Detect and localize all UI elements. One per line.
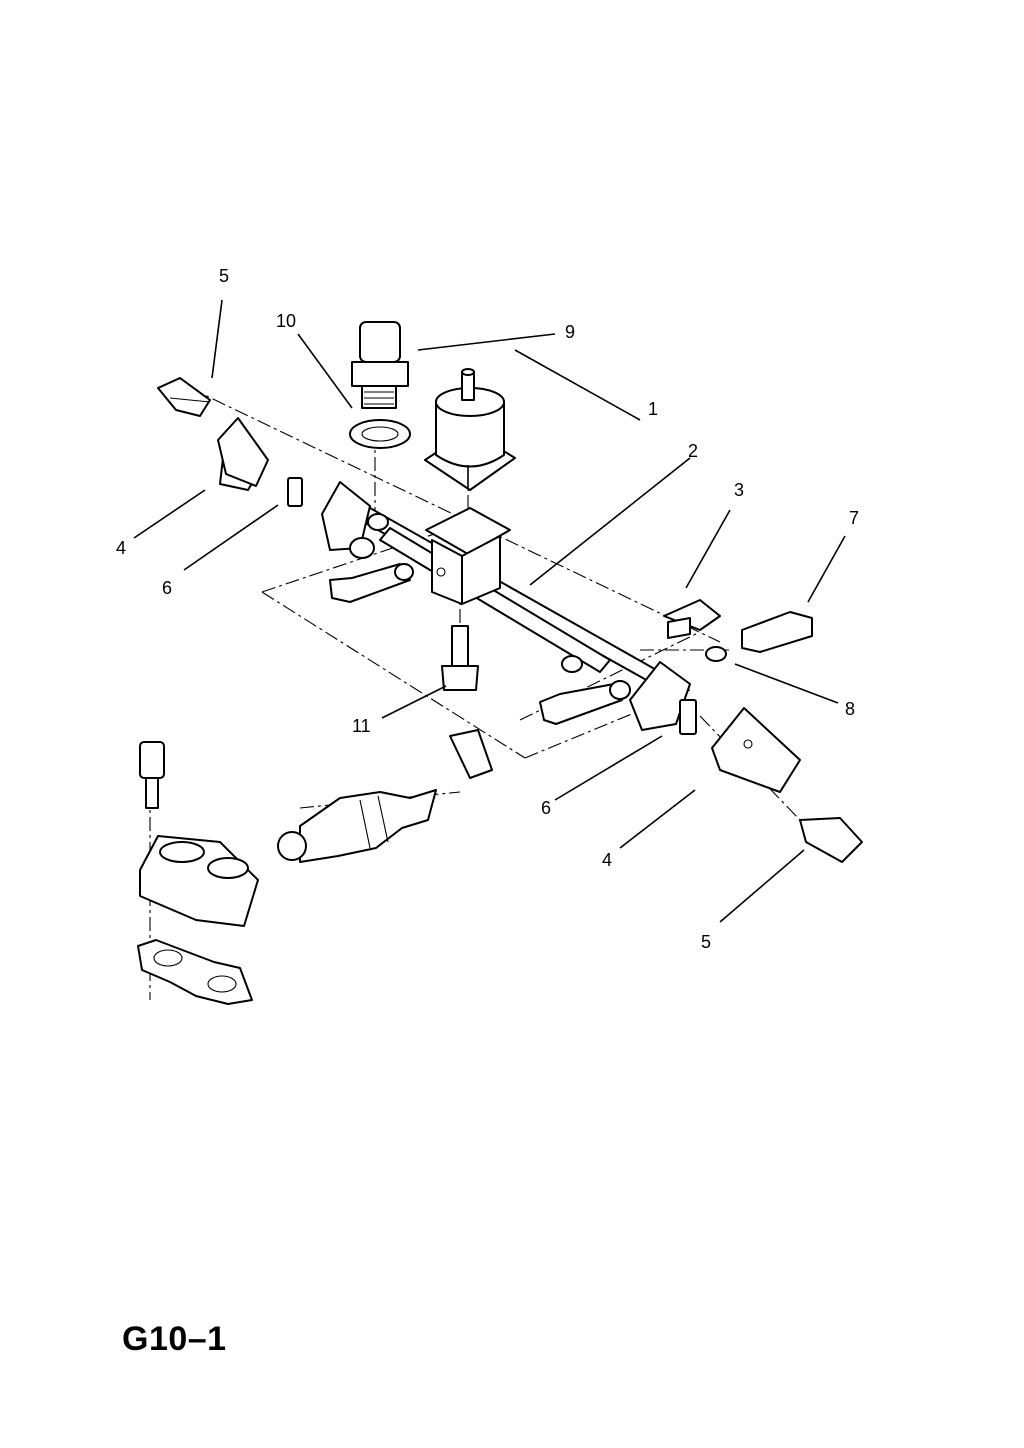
- fuel-injector: [277, 729, 493, 863]
- bolt-11: [441, 625, 479, 691]
- right-end-components: [539, 599, 863, 863]
- callout-6-right: 6: [541, 798, 551, 818]
- callout-5-top: 5: [219, 266, 229, 286]
- page-code: G10–1: [122, 1320, 227, 1358]
- callout-11: 11: [352, 716, 371, 736]
- left-end-components: [157, 377, 414, 603]
- callout-9: 9: [565, 322, 575, 342]
- fuel-rail: [359, 507, 661, 683]
- mounting-bracket: [425, 507, 511, 605]
- callout-7: 7: [849, 508, 859, 528]
- callout-1: 1: [648, 399, 658, 419]
- pressure-regulator: [424, 368, 516, 491]
- callout-2: 2: [688, 441, 698, 461]
- sealing-washer: [349, 419, 411, 449]
- callouts: 1 2 3 4 4 5 5 6 6 7 8 9 10 11: [116, 266, 859, 952]
- callout-6-left: 6: [162, 578, 172, 598]
- intake-flange: [139, 741, 259, 927]
- callout-10: 10: [276, 311, 296, 331]
- flange-gasket: [137, 939, 253, 1005]
- leader-lines: [133, 299, 846, 923]
- callout-4-right: 4: [602, 850, 612, 870]
- callout-5-bottom: 5: [701, 932, 711, 952]
- callout-3: 3: [734, 480, 744, 500]
- callout-8: 8: [845, 699, 855, 719]
- callout-4-left: 4: [116, 538, 126, 558]
- pressure-switch: [351, 321, 409, 409]
